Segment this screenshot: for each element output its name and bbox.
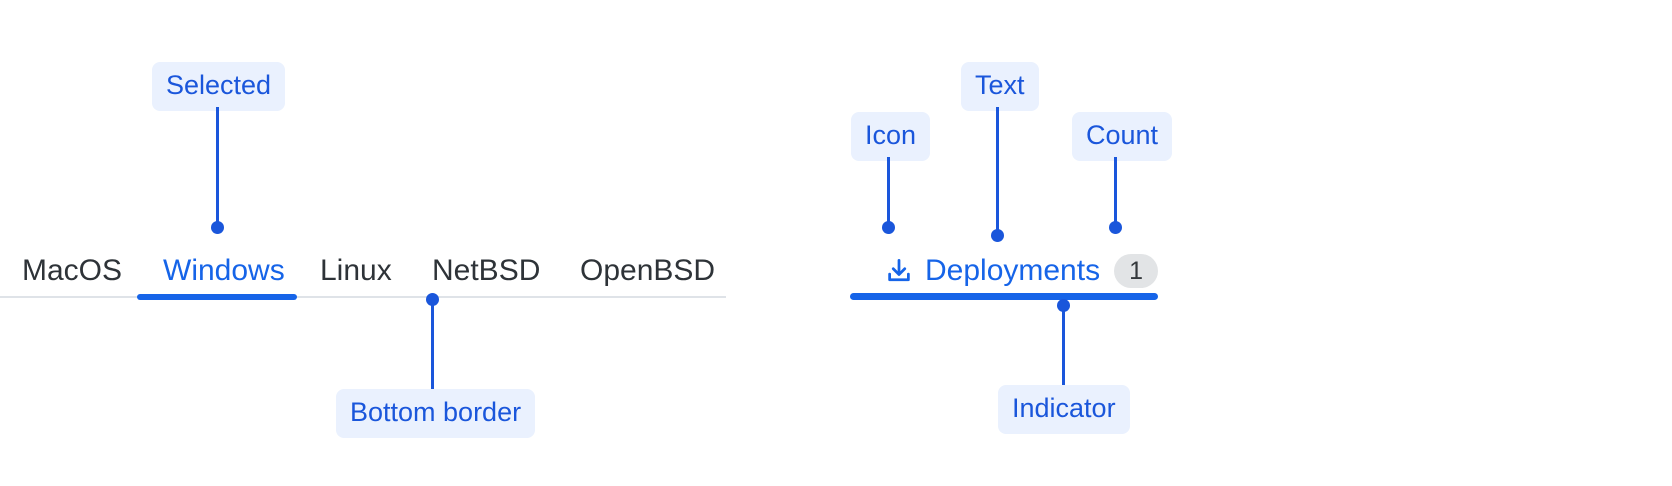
leader-dot-text [991, 229, 1004, 242]
leader-line-bottom-border [431, 299, 434, 389]
annotation-label-icon: Icon [851, 112, 931, 161]
tab-linux-label: Linux [320, 254, 392, 287]
leader-dot-count [1109, 221, 1122, 234]
tab-windows-selected-underline [137, 294, 297, 300]
tab-windows[interactable]: Windows [163, 246, 285, 296]
annotation-label-bottom-border: Bottom border [336, 389, 536, 438]
tab-openbsd[interactable]: OpenBSD [580, 246, 715, 296]
tab-macos[interactable]: MacOS [22, 246, 122, 296]
leader-line-count [1114, 157, 1117, 227]
tab-macos-label: MacOS [22, 254, 123, 287]
download-icon [884, 256, 914, 286]
tab-deployments[interactable]: Deployments 1 [884, 246, 1159, 296]
leader-line-text [996, 107, 999, 232]
leader-line-icon [887, 157, 890, 227]
tab-bar-left: MacOS Windows Linux NetBSD OpenBSD [0, 246, 726, 302]
annotation-label-text: Text [961, 62, 1039, 111]
tab-netbsd[interactable]: NetBSD [432, 246, 540, 296]
tab-count-pill: 1 [1114, 254, 1159, 288]
annotation-label-indicator: Indicator [998, 385, 1130, 434]
annotation-label-count: Count [1072, 112, 1173, 161]
tab-netbsd-label: NetBSD [432, 254, 541, 287]
leader-dot-selected [211, 221, 224, 234]
tab-linux[interactable]: Linux [320, 246, 392, 296]
tab-openbsd-label: OpenBSD [580, 254, 716, 287]
tab-text: Deployments [925, 254, 1101, 287]
selected-tab-label: Windows [163, 254, 285, 287]
leader-dot-icon [882, 221, 895, 234]
tab-bar-bottom-rule [0, 296, 726, 298]
annotation-label-selected: Selected [152, 62, 286, 111]
leader-line-selected [216, 107, 219, 227]
tab-selected-indicator [850, 293, 1158, 300]
leader-line-indicator [1062, 305, 1065, 385]
